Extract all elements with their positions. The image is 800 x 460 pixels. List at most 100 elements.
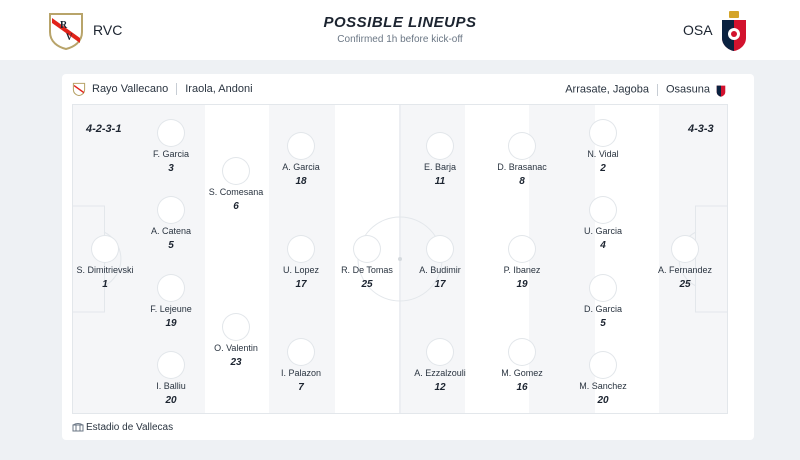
player-card[interactable]: A. Garcia 18	[256, 133, 346, 187]
player-name: A. Budimir	[419, 265, 461, 275]
player-card[interactable]: S. Dimitrievski 1	[60, 236, 150, 290]
player-number: 11	[434, 176, 446, 187]
player-card[interactable]: U. Garcia 4	[558, 197, 648, 251]
player-number: 5	[600, 318, 606, 329]
player-number: 16	[516, 382, 528, 393]
player-avatar-icon	[223, 314, 249, 340]
player-avatar-icon	[590, 352, 616, 378]
player-card[interactable]: D. Brasanac 8	[477, 133, 567, 187]
player-card[interactable]: U. Lopez 17	[256, 236, 346, 290]
player-name: I. Palazon	[280, 368, 322, 378]
player-card[interactable]: M. Sanchez 20	[558, 352, 648, 406]
player-avatar-icon	[590, 120, 616, 146]
player-number: 23	[230, 357, 242, 368]
player-avatar-icon	[427, 236, 453, 262]
divider	[656, 83, 658, 96]
rayo-vallecano-crest-icon[interactable]: R V	[46, 10, 86, 50]
player-number: 2	[600, 163, 606, 174]
away-team-name[interactable]: Osasuna	[665, 83, 710, 96]
rayo-vallecano-crest-icon	[72, 82, 86, 96]
osasuna-crest-icon	[716, 85, 726, 97]
home-team-abbr[interactable]: RVC	[93, 22, 123, 38]
divider	[176, 83, 178, 95]
player-avatar-icon	[427, 339, 453, 365]
match-header: R V RVC POSSIBLE LINEUPS Confirmed 1h be…	[0, 0, 800, 60]
player-number: 7	[298, 382, 304, 393]
player-avatar-icon	[672, 236, 698, 262]
venue-name[interactable]: Estadio de Vallecas	[86, 422, 174, 433]
player-card[interactable]: F. Garcia 3	[126, 120, 216, 174]
player-name: O. Valentin	[214, 343, 258, 353]
player-card[interactable]: I. Palazon 7	[256, 339, 346, 393]
player-name: D. Garcia	[583, 304, 622, 314]
player-avatar-icon	[92, 236, 118, 262]
player-name: E. Barja	[423, 162, 456, 172]
player-name: P. Ibanez	[503, 265, 541, 275]
player-card[interactable]: A. Fernandez 25	[640, 236, 730, 290]
player-avatar-icon	[288, 339, 314, 365]
player-name: S. Comesana	[208, 187, 264, 197]
player-number: 17	[295, 279, 307, 290]
page-subtitle: Confirmed 1h before kick-off	[337, 34, 463, 45]
player-card[interactable]: A. Budimir 17	[395, 236, 485, 290]
player-number: 19	[165, 318, 177, 329]
home-team-info: Rayo Vallecano Iraola, Andoni	[72, 82, 253, 96]
away-team-abbr[interactable]: OSA	[683, 22, 713, 38]
player-name: M. Sanchez	[579, 381, 627, 391]
player-card[interactable]: R. De Tomas 25	[322, 236, 412, 290]
player-number: 17	[434, 279, 446, 290]
player-avatar-icon	[288, 133, 314, 159]
player-number: 18	[295, 176, 307, 187]
player-number: 3	[168, 163, 174, 174]
player-number: 8	[519, 176, 525, 187]
player-card[interactable]: F. Lejeune 19	[126, 275, 216, 329]
player-card[interactable]: E. Barja 11	[395, 133, 485, 187]
player-avatar-icon	[158, 197, 184, 223]
player-avatar-icon	[509, 339, 535, 365]
player-card[interactable]: M. Gomez 16	[477, 339, 567, 393]
player-card[interactable]: P. Ibanez 19	[477, 236, 567, 290]
page-title: POSSIBLE LINEUPS	[323, 14, 477, 31]
player-number: 25	[361, 279, 373, 290]
player-name: A. Fernandez	[657, 265, 713, 275]
player-number: 4	[600, 240, 606, 251]
player-name: S. Dimitrievski	[76, 265, 134, 275]
player-name: R. De Tomas	[341, 265, 393, 275]
away-formation: 4-3-3	[688, 123, 714, 135]
home-formation: 4-2-3-1	[86, 123, 122, 135]
player-name: A. Garcia	[282, 162, 320, 172]
player-name: F. Garcia	[152, 149, 189, 159]
player-name: A. Ezzalzouli	[414, 368, 466, 378]
player-avatar-icon	[590, 275, 616, 301]
osasuna-crest-icon[interactable]	[720, 10, 748, 52]
player-avatar-icon	[509, 236, 535, 262]
player-number: 20	[165, 395, 177, 406]
player-name: U. Lopez	[282, 265, 320, 275]
player-card[interactable]: A. Ezzalzouli 12	[395, 339, 485, 393]
away-coach-name[interactable]: Arrasate, Jagoba	[565, 83, 649, 96]
player-card[interactable]: A. Catena 5	[126, 197, 216, 251]
player-card[interactable]: N. Vidal 2	[558, 120, 648, 174]
venue-info: Estadio de Vallecas	[72, 421, 173, 433]
player-card[interactable]: I. Balliu 20	[126, 352, 216, 406]
player-number: 1	[102, 279, 108, 290]
player-card[interactable]: D. Garcia 5	[558, 275, 648, 329]
player-name: N. Vidal	[587, 149, 619, 159]
player-avatar-icon	[223, 158, 249, 184]
pitch	[72, 104, 728, 414]
home-team-name[interactable]: Rayo Vallecano	[92, 82, 169, 95]
svg-text:V: V	[66, 32, 73, 42]
player-avatar-icon	[158, 275, 184, 301]
player-number: 20	[597, 395, 609, 406]
player-card[interactable]: O. Valentin 23	[191, 314, 281, 368]
player-name: A. Catena	[150, 226, 192, 236]
stadium-icon	[72, 423, 84, 432]
player-avatar-icon	[590, 197, 616, 223]
player-card[interactable]: S. Comesana 6	[191, 158, 281, 212]
player-name: M. Gomez	[501, 368, 543, 378]
player-number: 25	[679, 279, 691, 290]
home-coach-name[interactable]: Iraola, Andoni	[185, 82, 253, 95]
player-avatar-icon	[158, 352, 184, 378]
player-avatar-icon	[509, 133, 535, 159]
player-name: U. Garcia	[583, 226, 622, 236]
